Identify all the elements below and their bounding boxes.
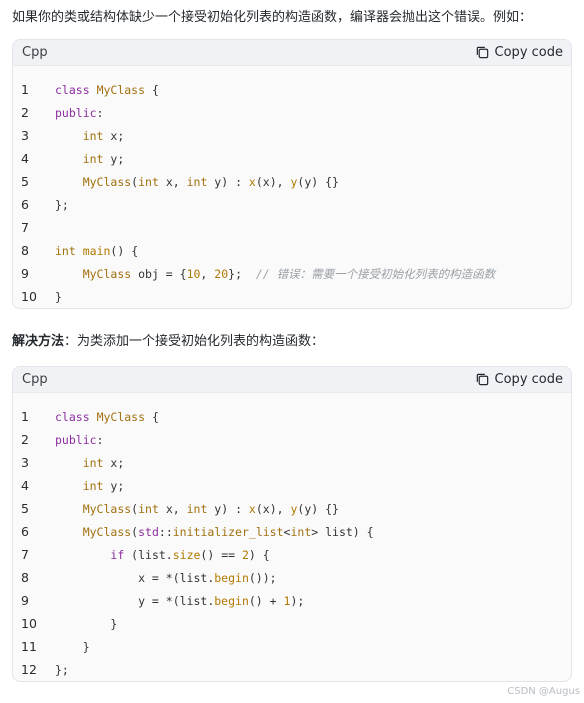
code-text: int main() { bbox=[55, 243, 139, 258]
code-line: 3 int x; bbox=[13, 451, 571, 474]
intro-text: 如果你的类或结构体缺少一个接受初始化列表的构造函数，编译器会抛出这个错误。例如： bbox=[12, 10, 533, 25]
code-text: public: bbox=[55, 105, 104, 120]
copy-icon bbox=[476, 46, 488, 59]
line-number: 6 bbox=[21, 524, 29, 539]
code-header: Cpp Copy code bbox=[13, 40, 571, 66]
code-line: 2 public: bbox=[13, 101, 571, 124]
code-text: x = *(list.begin()); bbox=[55, 570, 277, 585]
code-text: y = *(list.begin() + 1); bbox=[55, 593, 305, 608]
code-line: 6 MyClass(std::initializer_list<int> lis… bbox=[13, 520, 571, 543]
line-number: 4 bbox=[21, 478, 29, 493]
copy-icon bbox=[476, 373, 488, 386]
code-text: class MyClass { bbox=[55, 409, 159, 424]
code-line: 1 class MyClass { bbox=[13, 405, 571, 428]
code-block-2: Cpp Copy code 1 class MyClass { 2 public: … bbox=[12, 366, 572, 682]
code-line: 9 y = *(list.begin() + 1); bbox=[13, 589, 571, 612]
code-text: int y; bbox=[82, 478, 125, 493]
code-text: MyClass(int x, int y) : x(x), y(y) {} bbox=[82, 501, 339, 516]
code-text: MyClass(int x, int y) : x(x), y(y) {} bbox=[82, 174, 339, 189]
line-number: 9 bbox=[21, 266, 29, 281]
code-line: 4 int y; bbox=[13, 474, 571, 497]
code-line: 7 bbox=[13, 216, 571, 239]
code-line: 10} bbox=[13, 285, 571, 308]
code-line: 6}; bbox=[13, 193, 571, 216]
code-lines: 1 class MyClass { 2 public: 3 int x; 4 int… bbox=[13, 393, 571, 681]
line-number: 3 bbox=[21, 128, 29, 143]
code-line: 8 int main() { bbox=[13, 239, 571, 262]
line-number: 9 bbox=[21, 593, 29, 608]
code-line: 3 int x; bbox=[13, 124, 571, 147]
code-text: MyClass obj = {10, 20}; // 错误：需要一个接受初始化列… bbox=[82, 266, 496, 281]
line-number: 6 bbox=[21, 197, 29, 212]
code-line: 10 } bbox=[13, 612, 571, 635]
line-number: 11 bbox=[21, 639, 37, 654]
code-text: int x; bbox=[82, 455, 125, 470]
copy-code-label: Copy code bbox=[494, 45, 563, 60]
code-text: }; bbox=[55, 197, 69, 212]
code-text: public: bbox=[55, 432, 104, 447]
code-text: if (list.size() == 2) { bbox=[110, 547, 270, 562]
code-block-1: Cpp Copy code 1 class MyClass { 2 public: … bbox=[12, 39, 572, 309]
watermark: CSDN @Augus bbox=[507, 686, 580, 697]
intro-paragraph: 如果你的类或结构体缺少一个接受初始化列表的构造函数，编译器会抛出这个错误。例如： bbox=[12, 8, 532, 28]
line-number: 10 bbox=[21, 616, 37, 631]
line-number: 7 bbox=[21, 220, 29, 235]
line-number: 1 bbox=[21, 409, 29, 424]
line-number: 2 bbox=[21, 105, 29, 120]
line-number: 3 bbox=[21, 455, 29, 470]
copy-code-button[interactable]: Copy code bbox=[475, 372, 563, 387]
code-line: 8 x = *(list.begin()); bbox=[13, 566, 571, 589]
solution-label: 解决方法 bbox=[12, 334, 65, 349]
solution-paragraph: 解决方法：为类添加一个接受初始化列表的构造函数： bbox=[12, 332, 324, 352]
code-text: } bbox=[55, 289, 62, 304]
code-text: class MyClass { bbox=[55, 82, 159, 97]
code-line: 11 } bbox=[13, 635, 571, 658]
code-line: 7 if (list.size() == 2) { bbox=[13, 543, 571, 566]
line-number: 2 bbox=[21, 432, 29, 447]
line-number: 12 bbox=[21, 662, 37, 677]
line-number: 7 bbox=[21, 547, 29, 562]
code-text: int y; bbox=[82, 151, 125, 166]
code-line: 1 class MyClass { bbox=[13, 78, 571, 101]
code-text: MyClass(std::initializer_list<int> list)… bbox=[82, 524, 374, 539]
code-line: 4 int y; bbox=[13, 147, 571, 170]
code-line: 2 public: bbox=[13, 428, 571, 451]
code-text: int x; bbox=[82, 128, 125, 143]
code-line: 5 MyClass(int x, int y) : x(x), y(y) {} bbox=[13, 170, 571, 193]
code-header: Cpp Copy code bbox=[13, 367, 571, 393]
line-number: 5 bbox=[21, 501, 29, 516]
line-number: 4 bbox=[21, 151, 29, 166]
line-number: 8 bbox=[21, 243, 29, 258]
line-number: 1 bbox=[21, 82, 29, 97]
copy-code-button[interactable]: Copy code bbox=[475, 45, 563, 60]
line-number: 8 bbox=[21, 570, 29, 585]
line-number: 10 bbox=[21, 289, 37, 304]
line-number: 5 bbox=[21, 174, 29, 189]
code-line: 12}; bbox=[13, 658, 571, 681]
code-lines: 1 class MyClass { 2 public: 3 int x; 4 int… bbox=[13, 66, 571, 308]
code-language-label: Cpp bbox=[22, 372, 48, 387]
copy-code-label: Copy code bbox=[494, 372, 563, 387]
solution-text: ：为类添加一个接受初始化列表的构造函数： bbox=[64, 334, 325, 349]
code-line: 5 MyClass(int x, int y) : x(x), y(y) {} bbox=[13, 497, 571, 520]
code-line: 9 MyClass obj = {10, 20}; // 错误：需要一个接受初始… bbox=[13, 262, 571, 285]
code-text: } bbox=[55, 616, 118, 631]
code-text: }; bbox=[55, 662, 69, 677]
code-language-label: Cpp bbox=[22, 45, 48, 60]
code-text: } bbox=[55, 639, 90, 654]
